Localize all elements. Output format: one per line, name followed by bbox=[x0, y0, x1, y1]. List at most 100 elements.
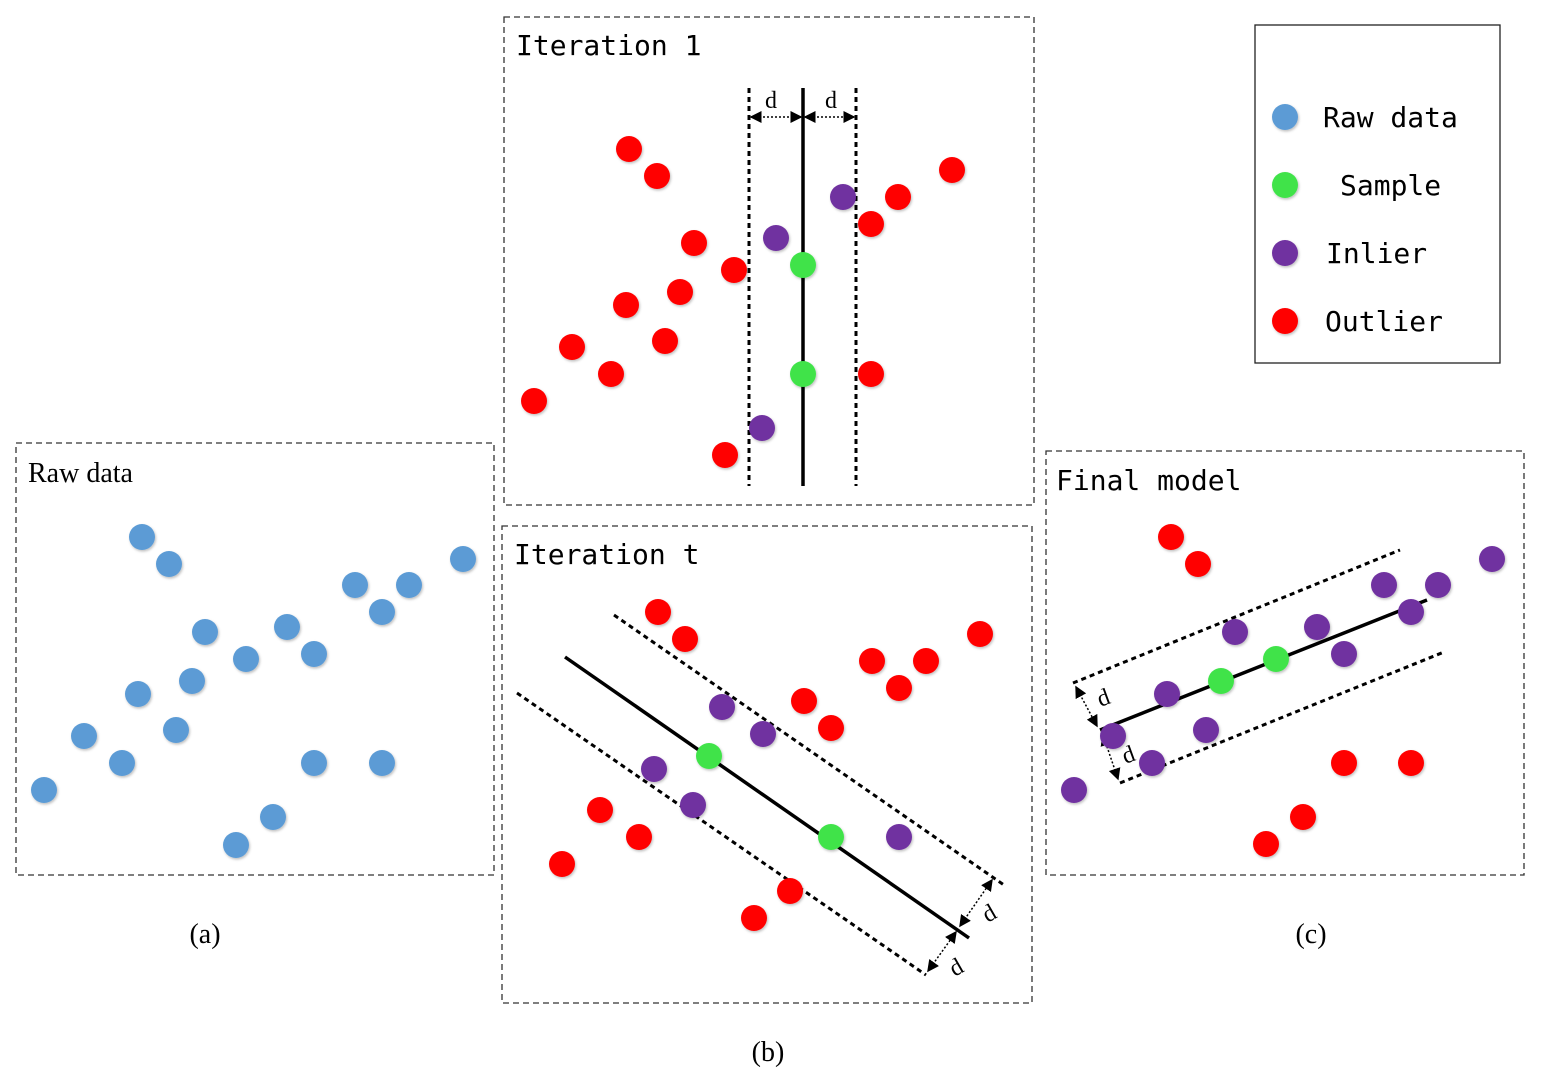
legend-sample-label: Sample bbox=[1340, 169, 1441, 202]
raw-raw-point bbox=[156, 551, 182, 577]
final-sample-point bbox=[1208, 668, 1234, 694]
itert-threshold-upper bbox=[613, 613, 1005, 887]
iter1-outlier-point bbox=[521, 388, 547, 414]
final-inlier-point bbox=[1100, 723, 1126, 749]
itert-outlier-point bbox=[818, 715, 844, 741]
iter1-outlier-point bbox=[712, 442, 738, 468]
final-threshold-lower bbox=[1119, 650, 1445, 785]
raw-raw-point bbox=[369, 750, 395, 776]
final-inlier-point bbox=[1425, 572, 1451, 598]
legend-outlier-label: Outlier bbox=[1325, 305, 1443, 338]
itert-outlier-point bbox=[549, 851, 575, 877]
final-d-arrow-upper bbox=[1075, 685, 1098, 728]
raw-raw-point bbox=[396, 572, 422, 598]
raw-raw-point bbox=[109, 750, 135, 776]
final-inlier-point bbox=[1222, 619, 1248, 645]
itert-outlier-point bbox=[741, 905, 767, 931]
raw-raw-point bbox=[163, 717, 189, 743]
itert-d-arrow-upper bbox=[959, 878, 993, 928]
itert-outlier-point bbox=[967, 621, 993, 647]
final-outlier-point bbox=[1290, 804, 1316, 830]
itert-outlier-point bbox=[645, 599, 671, 625]
raw-panel-title: Raw data bbox=[28, 458, 134, 489]
itert-inlier-point bbox=[680, 792, 706, 818]
iter1-d-label-left: d bbox=[765, 88, 777, 114]
legend-raw-marker bbox=[1272, 104, 1298, 130]
raw-raw-point bbox=[260, 804, 286, 830]
final-inlier-point bbox=[1398, 599, 1424, 625]
itert-outlier-point bbox=[859, 648, 885, 674]
raw-raw-point bbox=[179, 668, 205, 694]
itert-inlier-point bbox=[886, 824, 912, 850]
legend-raw-label: Raw data bbox=[1323, 101, 1458, 134]
iter1-outlier-point bbox=[598, 361, 624, 387]
final-model-line bbox=[1099, 598, 1428, 732]
caption-c: (c) bbox=[1295, 919, 1326, 950]
itert-inlier-point bbox=[641, 756, 667, 782]
final-inlier-point bbox=[1193, 717, 1219, 743]
raw-raw-point bbox=[192, 619, 218, 645]
iter1-panel-frame bbox=[503, 16, 1035, 506]
final-inlier-point bbox=[1479, 546, 1505, 572]
itert-sample-point bbox=[696, 743, 722, 769]
iter1-outlier-point bbox=[652, 328, 678, 354]
iter1-outlier-point bbox=[939, 157, 965, 183]
legend-inlier-marker bbox=[1272, 240, 1298, 266]
iter1-sample-point bbox=[790, 361, 816, 387]
itert-outlier-point bbox=[587, 797, 613, 823]
itert-outlier-point bbox=[626, 824, 652, 850]
final-d-label-upper: d bbox=[1094, 684, 1114, 713]
final-inlier-point bbox=[1061, 777, 1087, 803]
itert-sample-point bbox=[818, 824, 844, 850]
itert-outlier-point bbox=[777, 878, 803, 904]
final-outlier-point bbox=[1253, 831, 1279, 857]
iter1-outlier-point bbox=[613, 292, 639, 318]
iter1-outlier-point bbox=[644, 163, 670, 189]
iter1-outlier-point bbox=[559, 334, 585, 360]
iter1-sample-point bbox=[790, 252, 816, 278]
iter1-inlier-point bbox=[830, 184, 856, 210]
itert-panel-frame bbox=[501, 525, 1033, 1004]
raw-raw-point bbox=[369, 599, 395, 625]
final-inlier-point bbox=[1139, 750, 1165, 776]
data-points bbox=[31, 136, 1505, 931]
itert-inlier-point bbox=[709, 694, 735, 720]
iter1-outlier-point bbox=[721, 257, 747, 283]
iter1-panel-title: Iteration 1 bbox=[516, 29, 701, 62]
raw-panel-frame bbox=[15, 442, 495, 876]
legend-sample-marker bbox=[1272, 172, 1298, 198]
legend-inlier-label: Inlier bbox=[1326, 237, 1427, 270]
final-inlier-point bbox=[1304, 614, 1330, 640]
final-inlier-point bbox=[1331, 641, 1357, 667]
raw-raw-point bbox=[129, 524, 155, 550]
itert-panel-title: Iteration t bbox=[514, 538, 699, 571]
itert-outlier-point bbox=[913, 648, 939, 674]
final-outlier-point bbox=[1185, 551, 1211, 577]
iter1-outlier-point bbox=[858, 211, 884, 237]
itert-d-label-upper: d bbox=[978, 900, 1001, 929]
iter1-inlier-point bbox=[749, 415, 775, 441]
iter1-outlier-point bbox=[667, 279, 693, 305]
iter1-outlier-point bbox=[616, 136, 642, 162]
final-outlier-point bbox=[1331, 750, 1357, 776]
raw-raw-point bbox=[31, 777, 57, 803]
itert-inlier-point bbox=[750, 721, 776, 747]
raw-raw-point bbox=[301, 641, 327, 667]
itert-d-label-lower: d bbox=[945, 954, 968, 983]
legend-outlier-marker bbox=[1272, 308, 1298, 334]
final-sample-point bbox=[1263, 646, 1289, 672]
iter1-outlier-point bbox=[858, 361, 884, 387]
raw-raw-point bbox=[223, 832, 249, 858]
itert-outlier-point bbox=[672, 626, 698, 652]
final-threshold-upper bbox=[1072, 548, 1401, 685]
raw-raw-point bbox=[450, 546, 476, 572]
raw-raw-point bbox=[274, 614, 300, 640]
itert-d-arrow-lower bbox=[927, 930, 957, 973]
iter1-outlier-point bbox=[681, 230, 707, 256]
caption-b: (b) bbox=[752, 1037, 785, 1068]
itert-threshold-lower bbox=[516, 691, 927, 977]
caption-a: (a) bbox=[189, 919, 220, 950]
final-inlier-point bbox=[1154, 681, 1180, 707]
iter1-outlier-point bbox=[885, 184, 911, 210]
iter1-inlier-point bbox=[763, 225, 789, 251]
